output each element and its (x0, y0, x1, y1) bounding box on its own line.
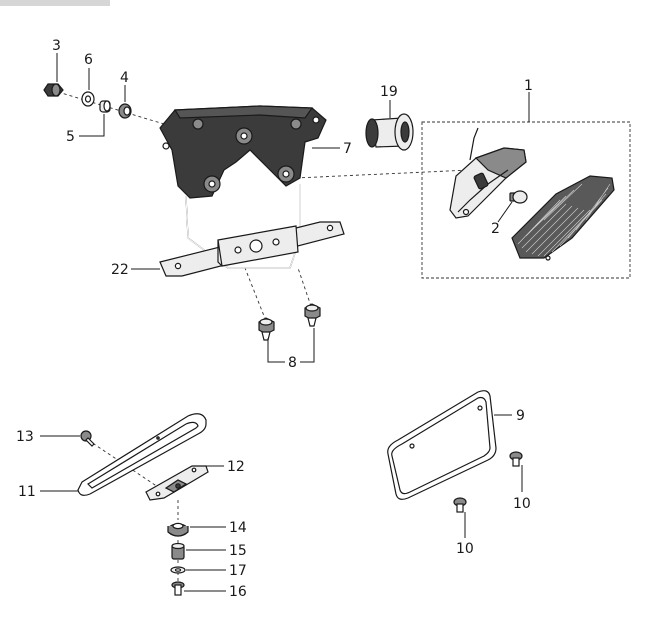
callout-10-bottom: 10 (456, 541, 474, 557)
callout-10-right: 10 (513, 496, 531, 512)
collar-part-15 (171, 542, 185, 560)
callout-13: 13 (16, 429, 34, 445)
callout-19: 19 (380, 84, 398, 100)
bolt-part-16 (171, 581, 185, 596)
callout-17: 17 (229, 563, 247, 579)
tail-light-housing (449, 127, 527, 219)
plate-part-9 (387, 390, 497, 500)
strip-part-22 (159, 221, 345, 277)
screw-part-10-b (453, 497, 467, 513)
bush-part-4 (118, 103, 132, 119)
callout-9: 9 (516, 408, 525, 424)
callout-22: 22 (111, 262, 129, 278)
damper-part-14 (167, 522, 189, 537)
screw-part-8-right (304, 303, 321, 327)
callout-7: 7 (343, 141, 352, 157)
corner-tab (0, 0, 110, 6)
callout-8: 8 (288, 355, 297, 371)
bulb-part-2 (509, 190, 528, 204)
bracket-part-7 (159, 105, 327, 269)
screw-part-8-left (258, 317, 275, 341)
callout-14: 14 (229, 520, 247, 536)
tail-light-lens (511, 175, 615, 261)
washer-part-17 (170, 566, 186, 574)
callout-5: 5 (66, 129, 75, 145)
callout-15: 15 (229, 543, 247, 559)
callout-1: 1 (524, 78, 533, 94)
tail-light-group-box (421, 121, 631, 279)
callout-6: 6 (84, 52, 93, 68)
screw-part-10-a (509, 451, 523, 467)
leader-lines (40, 53, 530, 592)
callout-2: 2 (491, 221, 500, 237)
bracket-part-12 (145, 465, 209, 501)
grommet-part-19 (365, 113, 414, 151)
callout-12: 12 (227, 459, 245, 475)
collar-part-5 (99, 100, 111, 113)
callout-16: 16 (229, 584, 247, 600)
washer-part-6 (81, 91, 95, 107)
frame-part-11 (77, 413, 207, 496)
nut-part-3 (43, 83, 64, 97)
callout-labels: 3 6 4 5 7 19 1 2 22 8 13 11 12 14 15 17 … (16, 38, 533, 600)
callout-11: 11 (18, 484, 36, 500)
callout-4: 4 (120, 70, 129, 86)
screw-part-13 (80, 430, 95, 447)
callout-3: 3 (52, 38, 61, 54)
